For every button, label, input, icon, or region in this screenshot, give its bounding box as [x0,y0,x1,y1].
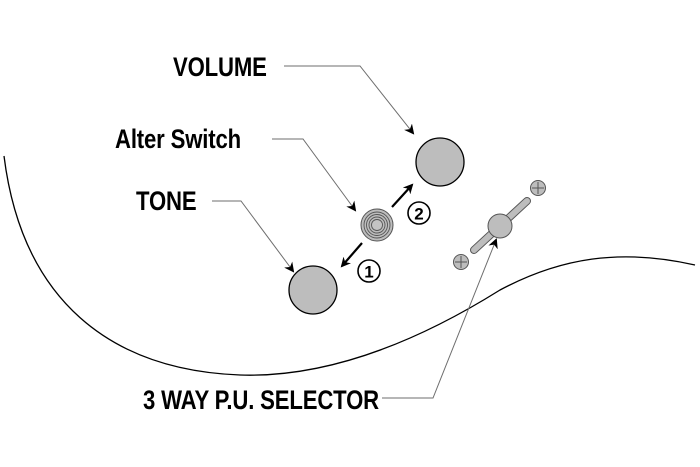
alter-switch-label: Alter Switch [115,124,241,154]
tone-leader-line [212,200,295,273]
alter-switch-leader-line [272,138,357,212]
guitar-body-outline [3,155,696,376]
volume-label: VOLUME [173,52,267,82]
volume-knob [415,137,465,187]
position-1-number: 1 [364,263,373,282]
alter-switch [360,208,394,242]
tone-label: TONE [136,186,197,216]
tone-knob [288,265,338,315]
pickup-selector-label: 3 WAY P.U. SELECTOR [143,385,380,415]
selector-knob [487,213,513,239]
position-2-badge: 2 [407,201,431,225]
pickup-selector [470,197,531,254]
screw-icon [530,180,546,196]
position-1-badge: 1 [357,259,381,283]
position-1-arrow [340,242,363,268]
screw-icon [453,254,469,270]
position-2-arrow [391,183,414,208]
position-2-number: 2 [414,205,423,224]
volume-leader-line [284,65,415,135]
selector-leader-line [382,238,498,399]
